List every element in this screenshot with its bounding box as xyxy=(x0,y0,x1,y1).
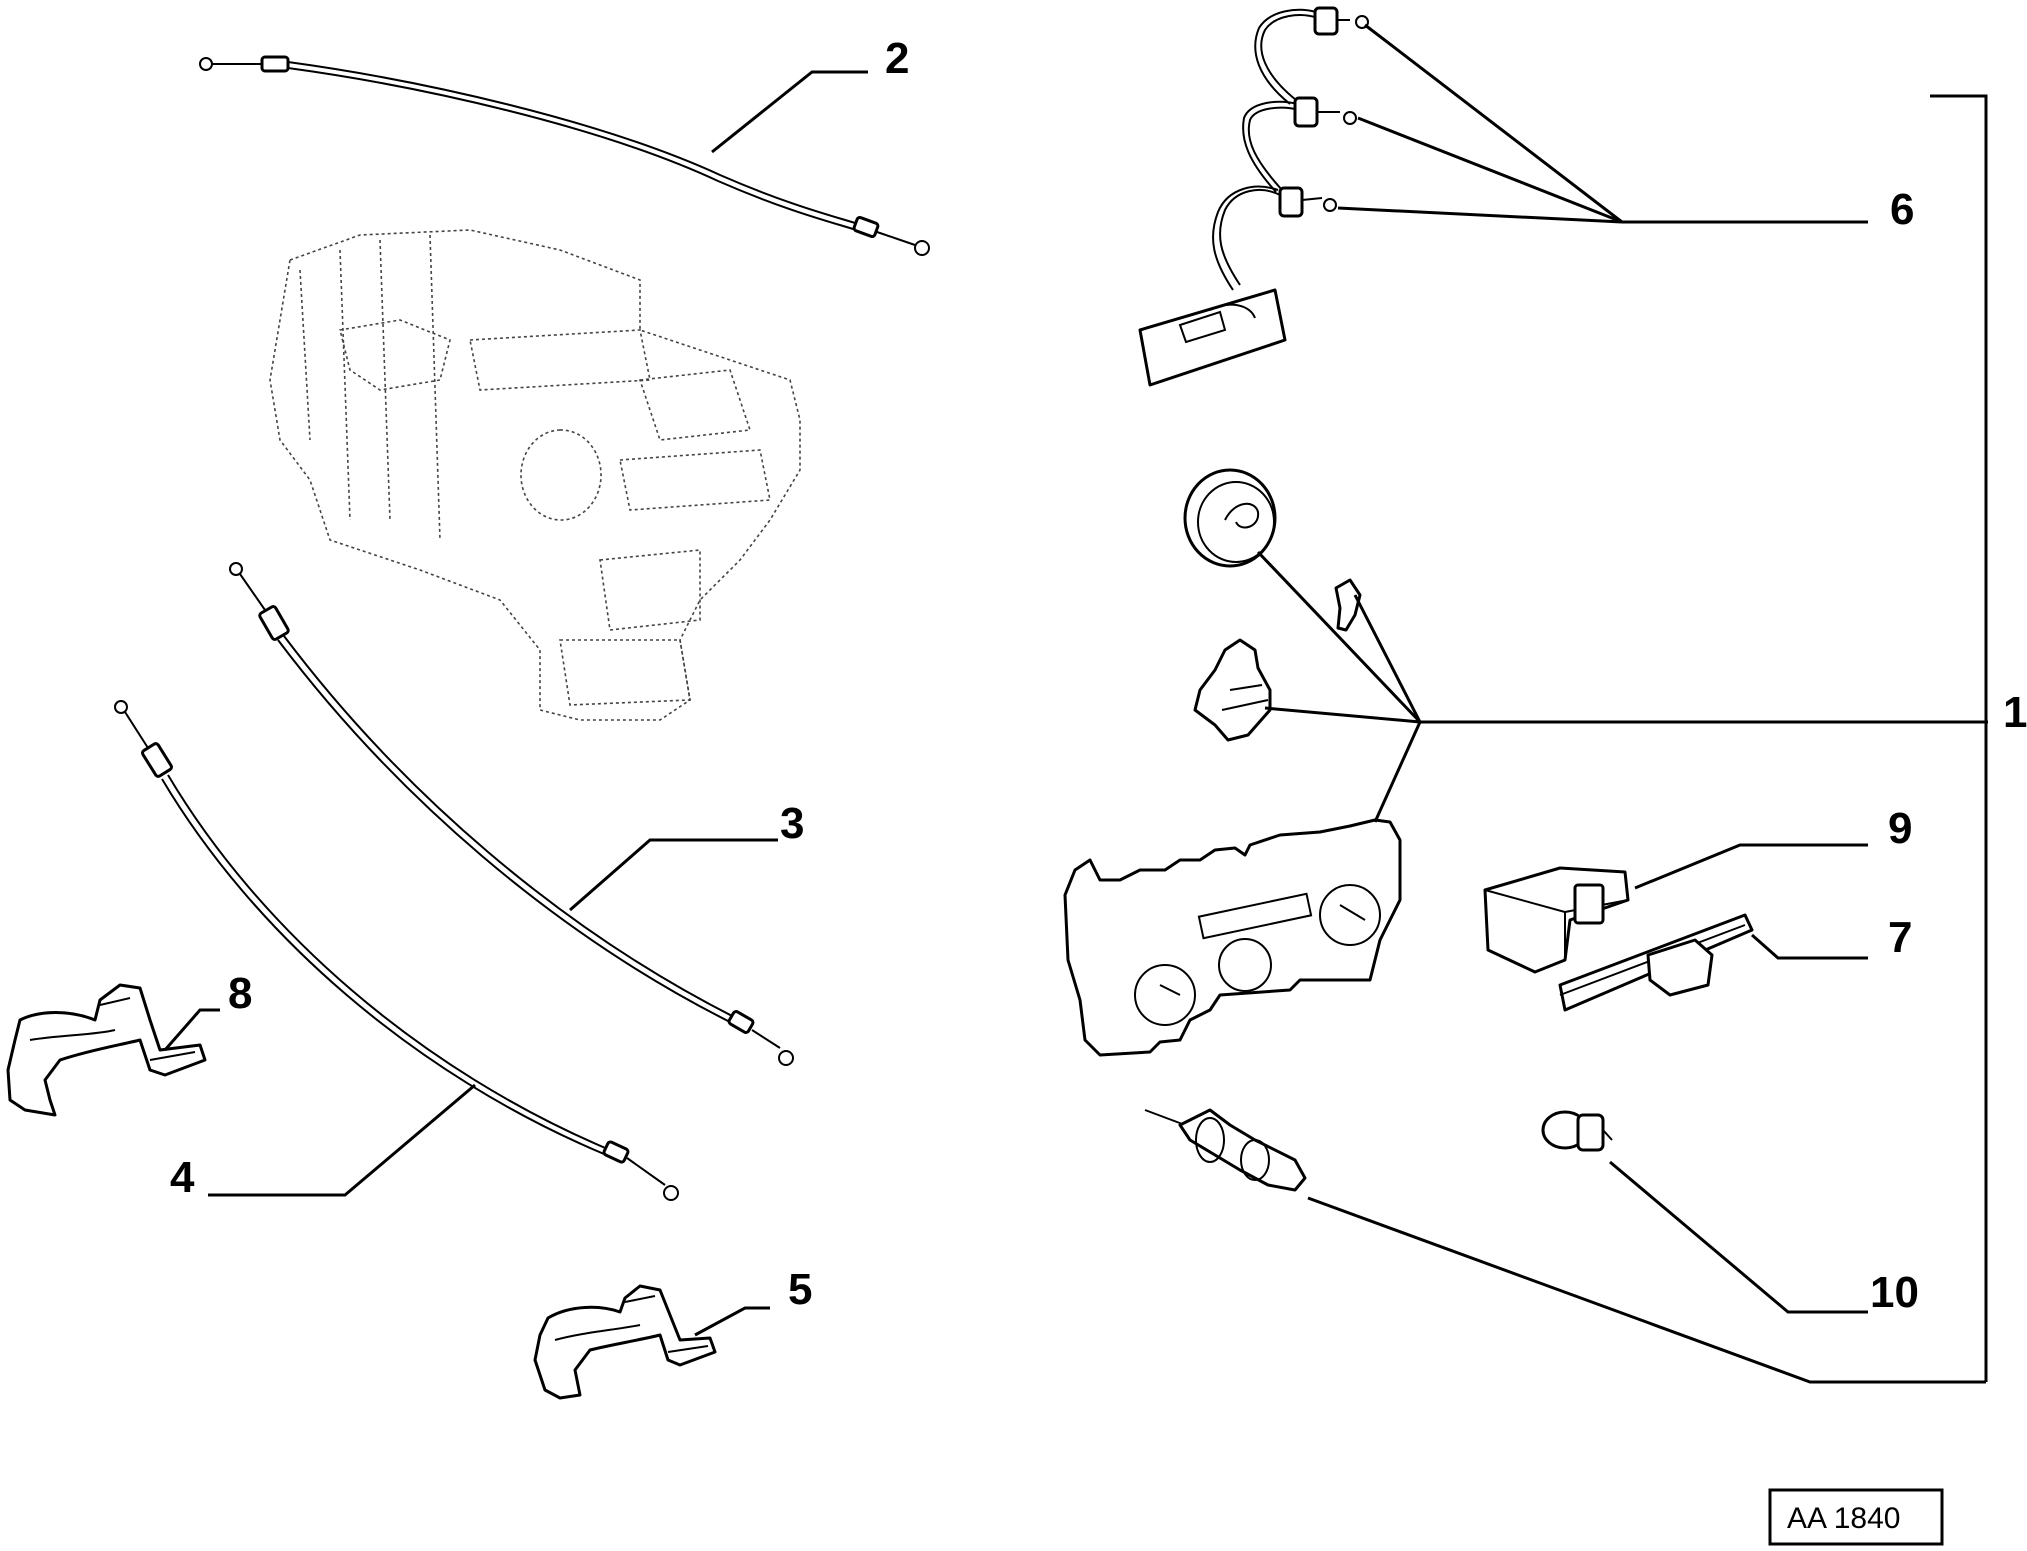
callout-10: 10 xyxy=(1870,1268,1919,1317)
callout-8: 8 xyxy=(228,969,252,1018)
control-cable-3 xyxy=(229,562,794,1066)
heater-unit xyxy=(269,229,801,721)
switch-bracket-7 xyxy=(1558,913,1754,1012)
cable-clip-5 xyxy=(533,1284,717,1400)
callout-7: 7 xyxy=(1888,913,1912,962)
callout-6: 6 xyxy=(1890,185,1914,234)
cable-clip-8 xyxy=(6,983,207,1117)
control-knob xyxy=(1183,468,1277,568)
fan-selector-knob xyxy=(1193,638,1272,742)
callout-9: 9 xyxy=(1888,804,1912,853)
callout-4: 4 xyxy=(170,1153,195,1202)
callout-1: 1 xyxy=(2003,688,2027,737)
callout-2: 2 xyxy=(885,34,909,83)
small-lever xyxy=(1334,578,1362,632)
electronic-module-9 xyxy=(1483,866,1630,974)
control-cable-2 xyxy=(199,55,930,256)
climate-control-panel xyxy=(1063,818,1402,1057)
callout-labels: 2 6 1 9 3 7 8 4 5 10 xyxy=(170,34,2027,1317)
callout-leaders xyxy=(163,23,1988,1384)
reference-box: AA 1840 xyxy=(1768,1488,1944,1546)
callout-5: 5 xyxy=(788,1265,812,1314)
wiring-harness-6 xyxy=(1138,6,1369,387)
control-cable-4 xyxy=(114,700,679,1201)
rotary-shaft-assembly xyxy=(1144,1108,1307,1192)
reference-code: AA 1840 xyxy=(1787,1502,1900,1535)
callout-3: 3 xyxy=(780,799,804,848)
sensor-10 xyxy=(1541,1110,1613,1152)
